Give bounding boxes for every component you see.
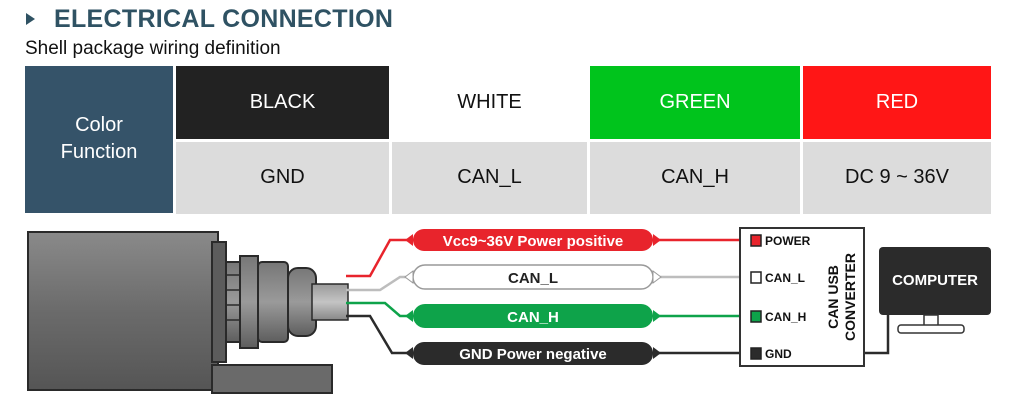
computer-label: COMPUTER xyxy=(892,272,978,289)
wire-label-power: Vcc9~36V Power positive xyxy=(405,229,661,251)
pin-gnd: GND xyxy=(765,347,792,361)
pin-power: POWER xyxy=(765,234,811,248)
wire-label-can-h: CAN_H xyxy=(405,304,661,328)
converter-label-line2: CONVERTER xyxy=(842,253,858,341)
can-h-terminal-icon xyxy=(750,310,762,323)
wire-label-can-h-text: CAN_H xyxy=(507,309,559,326)
triangle-bullet-icon xyxy=(26,13,35,25)
pin-can-h: CAN_H xyxy=(765,310,806,324)
color-cell-red: RED xyxy=(801,66,991,142)
power-terminal-icon xyxy=(750,234,762,247)
color-function-header: Color Function xyxy=(25,66,176,216)
wire-label-can-l: CAN_L xyxy=(404,264,662,290)
sensor-housing-icon xyxy=(27,231,349,394)
function-cell-dc: DC 9 ~ 36V xyxy=(801,140,991,214)
wire-label-can-l-text: CAN_L xyxy=(508,270,558,287)
wire-label-power-text: Vcc9~36V Power positive xyxy=(443,233,624,250)
section-title: ELECTRICAL CONNECTION xyxy=(26,2,393,36)
color-cell-white: WHITE xyxy=(390,66,590,142)
gnd-terminal-icon xyxy=(750,347,762,360)
converter-label-line1: CAN USB xyxy=(825,265,841,329)
section-title-text: ELECTRICAL CONNECTION xyxy=(54,4,394,33)
pin-can-l: CAN_L xyxy=(765,271,805,285)
function-cell-can-l: CAN_L xyxy=(390,140,590,214)
computer-monitor-icon: COMPUTER xyxy=(879,247,991,334)
function-row: GND CAN_L CAN_H DC 9 ~ 36V xyxy=(25,140,991,214)
can-l-terminal-icon xyxy=(750,271,762,284)
wire-label-gnd: GND Power negative xyxy=(405,342,661,365)
can-usb-converter: POWER CAN_L CAN_H GND CAN USB CONVERTER xyxy=(739,227,865,367)
subtitle: Shell package wiring definition xyxy=(25,38,281,59)
function-cell-can-h: CAN_H xyxy=(588,140,803,214)
color-row: Color Function BLACK WHITE GREEN RED xyxy=(25,66,991,216)
color-cell-green: GREEN xyxy=(588,66,803,142)
corner-label-color: Color xyxy=(75,114,123,137)
function-cell-gnd: GND xyxy=(174,140,392,214)
wire-label-gnd-text: GND Power negative xyxy=(459,346,607,363)
corner-label-function: Function xyxy=(60,141,138,164)
wiring-table: Color Function BLACK WHITE GREEN RED GND… xyxy=(25,66,991,216)
color-cell-black: BLACK xyxy=(174,66,392,142)
